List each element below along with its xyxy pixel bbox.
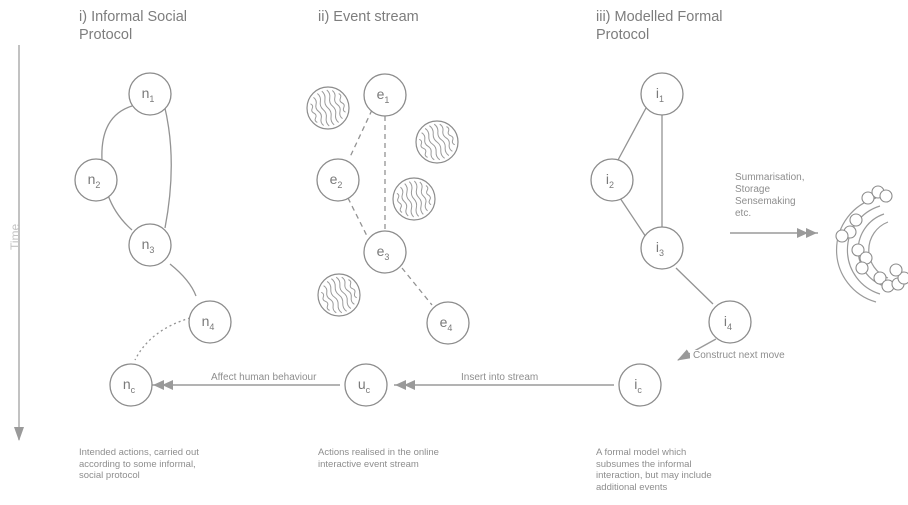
summary-glyph	[835, 185, 908, 303]
caption-event-stream: Actions realised in the online interacti…	[318, 447, 439, 470]
node-label-i2: i2	[606, 171, 614, 190]
node-i1: i1	[640, 72, 684, 116]
node-uc: uc	[344, 363, 388, 407]
summary-node	[835, 229, 849, 243]
edge-n1-n2	[101, 105, 133, 161]
node-circle-e3	[363, 230, 407, 274]
noise-blob	[317, 273, 361, 317]
caption-formal: A formal model which subsumes the inform…	[596, 447, 712, 493]
node-label-e4: e4	[440, 314, 453, 333]
node-label-uc: uc	[358, 376, 371, 395]
edge-i3-i4	[675, 267, 714, 305]
title-formal-protocol: iii) Modelled Formal Protocol	[596, 9, 723, 43]
edge-e3-e4	[401, 267, 433, 306]
title-event-stream: ii) Event stream	[318, 9, 419, 25]
node-label-n3: n3	[142, 236, 155, 255]
node-circle-n1	[128, 72, 172, 116]
node-circle-ic	[618, 363, 662, 407]
arrow-i4-ic	[677, 338, 717, 361]
edge-i2-i3	[619, 197, 647, 238]
time-axis-label: Time	[8, 223, 22, 250]
summary-node	[851, 243, 865, 257]
node-i4: i4	[708, 300, 752, 344]
node-label-i1: i1	[656, 85, 664, 104]
label-affect-human-behaviour: Affect human behaviour	[208, 372, 320, 384]
node-circle-nc	[109, 363, 153, 407]
edge-n3-n4	[169, 263, 197, 297]
node-e2: e2	[316, 158, 360, 202]
summary-node	[889, 263, 903, 277]
summary-node	[873, 271, 887, 285]
node-label-ic: ic	[634, 376, 642, 395]
node-n3: n3	[128, 223, 172, 267]
caption-informal: Intended actions, carried out according …	[79, 447, 199, 481]
summary-node	[897, 271, 908, 285]
node-circle-e2	[316, 158, 360, 202]
node-label-n2: n2	[88, 171, 101, 190]
edge-i1-i2	[617, 107, 647, 161]
edge-n1-n3	[163, 103, 172, 229]
node-label-n4: n4	[202, 313, 215, 332]
node-ic: ic	[618, 363, 662, 407]
summary-node	[849, 213, 863, 227]
node-n2: n2	[74, 158, 118, 202]
node-circle-uc	[344, 363, 388, 407]
node-i2: i2	[590, 158, 634, 202]
node-label-e2: e2	[330, 171, 343, 190]
label-construct-next-move: Construct next move	[690, 350, 788, 362]
node-circle-i1	[640, 72, 684, 116]
node-circle-e1	[363, 73, 407, 117]
edge-e1-e2	[349, 109, 373, 158]
node-circle-n4	[188, 300, 232, 344]
label-insert-into-stream: Insert into stream	[458, 372, 542, 384]
noise-blob	[415, 120, 459, 164]
node-label-i3: i3	[656, 239, 664, 258]
edge-n2-n3	[107, 194, 133, 231]
node-e1: e1	[363, 73, 407, 117]
summary-node	[861, 191, 875, 205]
noise-blob	[392, 177, 436, 221]
node-e3: e3	[363, 230, 407, 274]
node-circle-i2	[590, 158, 634, 202]
node-n1: n1	[128, 72, 172, 116]
node-label-e3: e3	[377, 243, 390, 262]
node-circle-n3	[128, 223, 172, 267]
node-label-i4: i4	[724, 313, 732, 332]
node-circle-i3	[640, 226, 684, 270]
node-nc: nc	[109, 363, 153, 407]
node-n4: n4	[188, 300, 232, 344]
node-label-nc: nc	[123, 376, 136, 395]
edge-e2-e3	[347, 197, 368, 237]
node-i3: i3	[640, 226, 684, 270]
node-circle-i4	[708, 300, 752, 344]
summary-node	[879, 189, 893, 203]
node-e4: e4	[426, 301, 470, 345]
node-circle-e4	[426, 301, 470, 345]
noise-blob	[306, 86, 350, 130]
node-circle-n2	[74, 158, 118, 202]
side-note-summarisation: Summarisation, Storage Sensemaking etc.	[735, 172, 805, 219]
node-label-e1: e1	[377, 86, 390, 105]
node-label-n1: n1	[142, 85, 155, 104]
title-informal-protocol: i) Informal Social Protocol	[79, 9, 187, 43]
summary-node	[855, 261, 869, 275]
edge-n4-nc	[134, 317, 191, 361]
